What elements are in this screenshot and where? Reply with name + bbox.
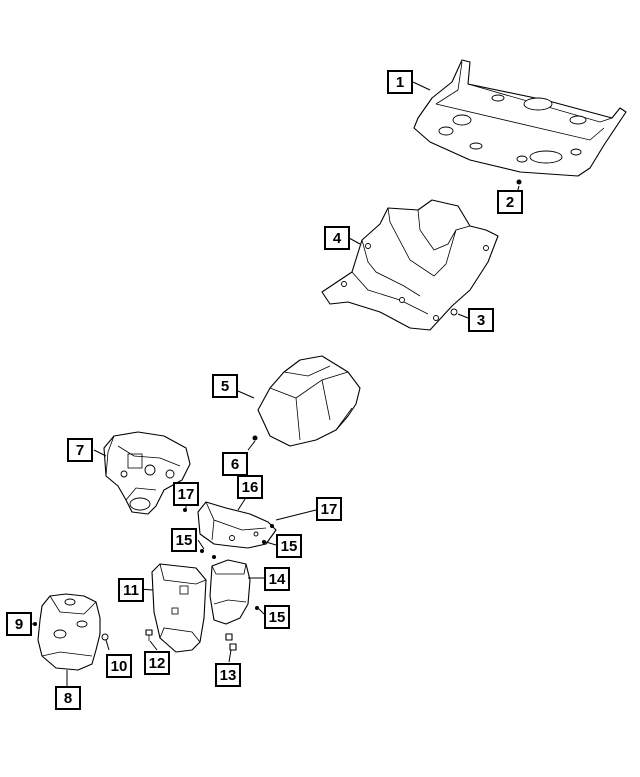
part-13-bolt (225, 633, 237, 651)
callout-9: 9 (6, 612, 32, 636)
callout-12: 12 (144, 651, 170, 675)
callout-1: 1 (387, 70, 413, 94)
callout-6: 6 (222, 452, 248, 476)
part-2-nut (516, 179, 522, 185)
part-10-fastener (101, 633, 109, 641)
part-15-fasteners (200, 540, 266, 610)
callout-3: 3 (468, 308, 494, 332)
part-12-bolt (145, 629, 153, 641)
callout-15-right: 15 (276, 534, 302, 558)
part-1-underbody-shield (413, 59, 627, 177)
part-3-fastener (450, 308, 458, 316)
callout-5: 5 (212, 374, 238, 398)
callout-10: 10 (106, 654, 132, 678)
callout-2: 2 (497, 190, 523, 214)
part-5-heat-shield (257, 355, 361, 447)
part-8-heat-shield (37, 593, 101, 671)
part-4-tunnel-heat-shield (321, 199, 499, 331)
callout-8: 8 (55, 686, 81, 710)
leader-lines (32, 81, 520, 686)
part-11-heat-shield (151, 563, 207, 653)
callout-13: 13 (215, 663, 241, 687)
callout-7: 7 (67, 438, 93, 462)
part-16-heat-shield (197, 501, 277, 549)
callout-15-lower: 15 (264, 605, 290, 629)
callout-17-right: 17 (316, 497, 342, 521)
callout-15-left: 15 (171, 528, 197, 552)
callout-17-left: 17 (173, 482, 199, 506)
callout-16: 16 (237, 475, 263, 499)
callout-11: 11 (118, 578, 144, 602)
part-6-nut (252, 435, 258, 441)
part-7-manifold-heat-shield (103, 431, 191, 515)
callout-14: 14 (264, 567, 290, 591)
callout-4: 4 (324, 226, 350, 250)
part-14-heat-shield (209, 559, 251, 625)
